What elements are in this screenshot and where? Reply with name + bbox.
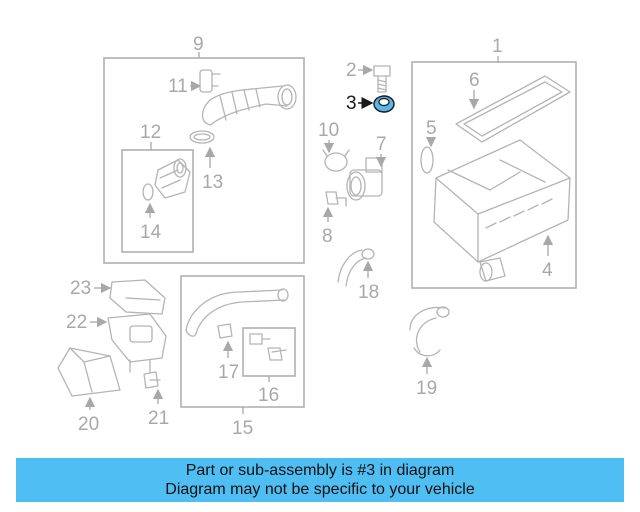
info-banner: Part or sub-assembly is #3 in diagram Di… <box>16 458 624 502</box>
callout-23: 23 <box>70 278 91 299</box>
callout-10: 10 <box>318 120 339 141</box>
callout-19: 19 <box>416 378 437 399</box>
callout-11: 11 <box>168 76 188 97</box>
callout-7: 7 <box>376 134 387 155</box>
sensor-part-7 <box>346 157 383 201</box>
callout-12: 12 <box>140 122 161 143</box>
bracket-part-22 <box>107 313 167 373</box>
callout-1: 1 <box>492 36 503 57</box>
duct-part-20 <box>57 347 121 397</box>
callout-6: 6 <box>469 70 480 91</box>
bolts-part-16 <box>249 333 287 361</box>
callout-14: 14 <box>140 222 162 243</box>
gasket-part-5 <box>420 146 434 174</box>
callout-15: 15 <box>232 418 253 439</box>
callout-17: 17 <box>218 362 239 383</box>
callout-3: 3 <box>346 93 357 114</box>
o-ring-part-14 <box>142 183 154 201</box>
intake-hose-part <box>201 84 297 126</box>
grommet-part-3 <box>373 95 395 113</box>
tube-part-18 <box>337 248 375 287</box>
callout-2: 2 <box>346 60 357 81</box>
sensor-part-12 <box>154 158 191 199</box>
duct-part-19 <box>409 306 450 357</box>
filter-element-part-6 <box>455 75 571 143</box>
callout-4: 4 <box>542 260 553 281</box>
banner-line-2: Diagram may not be specific to your vehi… <box>165 481 475 498</box>
callout-13: 13 <box>202 172 223 193</box>
callout-22: 22 <box>66 312 87 333</box>
callout-21: 21 <box>148 408 169 429</box>
group-box-12 <box>121 149 194 253</box>
callout-16: 16 <box>258 385 279 406</box>
banner-line-1: Part or sub-assembly is #3 in diagram <box>185 462 455 479</box>
clamp-part-10 <box>322 149 350 172</box>
cover-part-23 <box>109 279 166 315</box>
clamp-part-11 <box>199 69 221 93</box>
callout-18: 18 <box>358 282 379 303</box>
bolt-part-2 <box>373 65 391 93</box>
callout-20: 20 <box>78 414 99 435</box>
group-box-1 <box>411 61 577 289</box>
bolt-part-8 <box>325 191 347 207</box>
resonator-part-15 <box>185 288 289 337</box>
callout-8: 8 <box>322 226 333 247</box>
parts-diagram: 1 2 3 4 5 6 7 8 9 10 11 12 13 14 15 16 1… <box>57 34 577 439</box>
air-cleaner-housing-part-4 <box>433 139 571 282</box>
callout-5: 5 <box>426 118 437 139</box>
clip-part-17 <box>217 323 233 339</box>
group-box-9 <box>103 57 305 264</box>
callout-9: 9 <box>193 34 204 55</box>
seal-ring-part-13 <box>189 130 215 144</box>
bolt-part-21 <box>143 371 161 389</box>
